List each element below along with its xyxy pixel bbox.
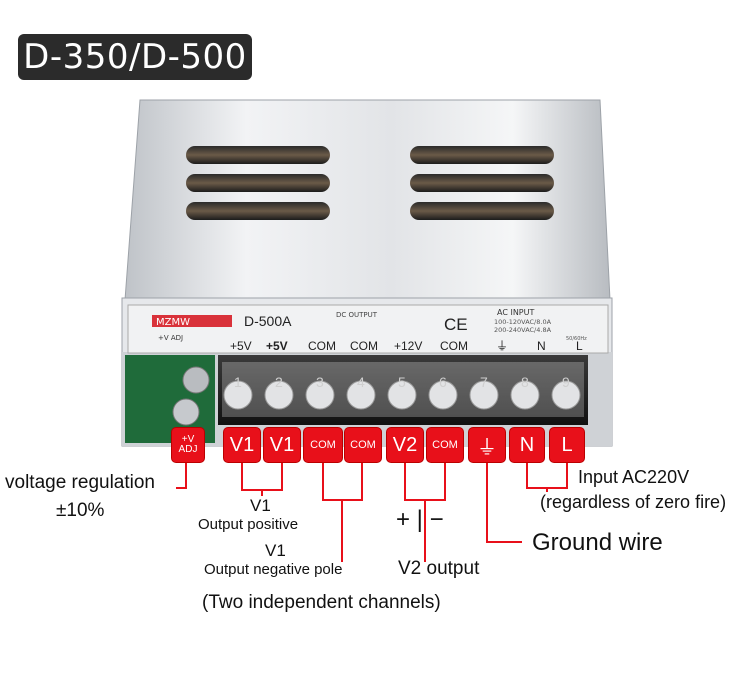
tag-com-1: COM (304, 428, 342, 462)
terminal-number-7: 7 (480, 374, 488, 390)
ce-mark: CE (444, 315, 468, 334)
terminal-numbers: 1 2 3 4 5 6 7 8 9 (234, 374, 570, 390)
tag-com-3: COM (427, 428, 463, 462)
terminal-number-2: 2 (275, 374, 283, 390)
terminal-label-2: +5V (266, 339, 288, 353)
vent-slots (186, 146, 554, 220)
dc-output-text: DC OUTPUT (336, 311, 378, 319)
tag-v1-positive-b: V1 (264, 428, 300, 462)
ac-input-line2: 200-240VAC/4.8A (494, 326, 552, 334)
terminal-number-4: 4 (357, 374, 365, 390)
ac-input-line3: 50/60Hz (566, 336, 587, 342)
tag-com-2: COM (345, 428, 381, 462)
terminal-number-1: 1 (234, 374, 242, 390)
tag-neutral: N (510, 428, 544, 462)
v2-output-label: V2 output (398, 558, 480, 579)
tag-v1-positive-a: V1 (224, 428, 260, 462)
tag-adj: +V ADJ (172, 428, 204, 462)
voltage-regulation-label: voltage regulation (5, 472, 155, 493)
model-title-badge: D-350/D-500 (18, 34, 252, 80)
two-channels-note: (Two independent channels) (202, 592, 441, 613)
ground-wire-label: Ground wire (532, 529, 663, 556)
ac-input-title: AC INPUT (497, 308, 534, 317)
adj-label: +V ADJ (158, 334, 183, 342)
terminal-number-8: 8 (521, 374, 529, 390)
callout-lines (176, 462, 568, 562)
terminal-label-9: L (576, 339, 583, 353)
terminal-screws (223, 380, 581, 410)
brand-text: MZMW (156, 317, 190, 328)
v1-positive-desc: Output positive (198, 516, 299, 533)
input-ac-label: Input AC220V (578, 467, 690, 487)
v2-polarity-label: + | − (396, 506, 444, 533)
terminal-label-8: N (537, 339, 546, 353)
terminal-label-4: COM (350, 339, 378, 353)
tag-ground: ⏚ (469, 428, 505, 462)
v1-negative-desc: Output negative pole (204, 561, 343, 578)
terminal-labels: +5V +5V COM COM +12V COM ⏚ N L (230, 339, 583, 353)
terminal-number-6: 6 (439, 374, 447, 390)
terminal-number-3: 3 (316, 374, 324, 390)
chassis-top (124, 99, 611, 301)
tag-v2: V2 (387, 428, 423, 462)
terminal-label-1: +5V (230, 339, 252, 353)
terminal-label-6: COM (440, 339, 468, 353)
tag-live: L (550, 428, 584, 462)
ac-input-line1: 100-120VAC/8.0A (494, 318, 552, 326)
input-note-label: (regardless of zero fire) (540, 492, 727, 512)
terminal-number-9: 9 (562, 374, 570, 390)
terminal-label-3: COM (308, 339, 336, 353)
terminal-number-5: 5 (398, 374, 406, 390)
label-strip (127, 304, 609, 354)
v1-negative-title: V1 (265, 541, 286, 560)
voltage-percent-label: ±10% (56, 500, 105, 521)
model-text: D-500A (244, 313, 292, 329)
terminal-label-7: ⏚ (496, 339, 508, 353)
terminal-label-5: +12V (394, 339, 422, 353)
v1-positive-title: V1 (250, 496, 271, 515)
